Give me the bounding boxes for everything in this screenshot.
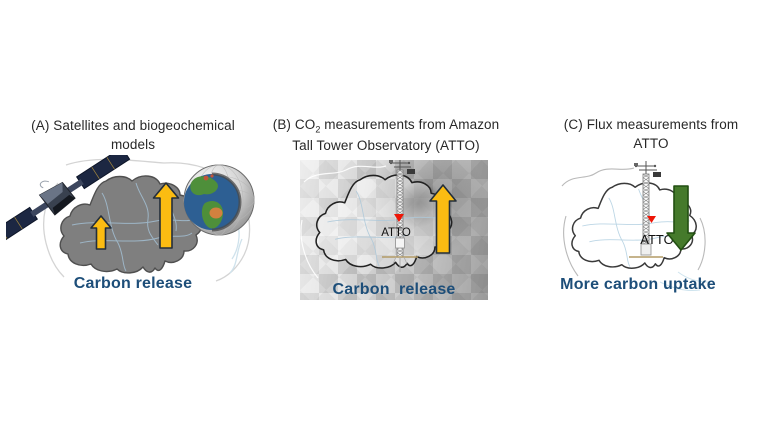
panel-a-caption: Carbon release [73, 275, 193, 292]
panel-a-title-line1: (A) Satellites and biogeochemical [31, 118, 235, 133]
panel-b-art: ATTO [300, 160, 457, 279]
outer-rivers [659, 271, 709, 291]
tall-tower-icon [629, 161, 663, 258]
station-marker-icon [394, 214, 404, 222]
panel-b-title-sub: 2 [315, 124, 321, 135]
panel-a: (A) Satellites and biogeochemical models [0, 112, 260, 312]
panel-c-art: ATTO [561, 161, 709, 291]
up-arrow-large-icon [152, 182, 180, 249]
amazon-basin-map-icon [59, 175, 203, 274]
panel-c-caption: More carbon uptake [560, 276, 716, 293]
station-marker-icon [647, 216, 656, 223]
amazon-rivers [71, 182, 195, 272]
panel-b-caption: Carbon release [332, 281, 456, 298]
amazon-basin-shape [59, 175, 203, 274]
panel-b-title-pre: (B) CO [272, 117, 316, 132]
amazon-basin-shape [315, 174, 453, 269]
panel-c-atto-label: ATTO [640, 232, 673, 247]
coastline-outline-icon [300, 165, 387, 279]
up-arrow-small-icon [90, 215, 112, 250]
panel-a-illustration [0, 146, 260, 283]
up-arrow-icon [429, 184, 457, 254]
satellite-icon [0, 146, 131, 250]
down-arrow-icon [666, 185, 696, 251]
amazon-basin-map-icon [315, 174, 453, 269]
panel-a-title: (A) Satellites and biogeochemical models [6, 116, 260, 154]
panel-b-map: ATTO Carbon release [300, 160, 488, 300]
panel-c-title: (C) Flux measurements from ATTO [538, 115, 764, 153]
panel-c-map: ATTO More carbon uptake [560, 160, 716, 300]
panel-a-art [0, 146, 255, 282]
panel-b-atto-label: ATTO [381, 227, 411, 239]
panel-b-title: (B) CO2 measurements from Amazon Tall To… [258, 115, 514, 156]
panel-b: (B) CO2 measurements from Amazon Tall To… [268, 113, 504, 313]
panel-c: (C) Flux measurements from ATTO [538, 113, 764, 313]
tall-tower-icon [382, 160, 418, 272]
panel-c-title-line1: (C) Flux measurements from [563, 117, 739, 132]
panel-b-title-line2: Tall Tower Observatory (ATTO) [292, 138, 480, 154]
panel-c-title-line2: ATTO [633, 136, 669, 152]
panel-b-title-post: measurements from Amazon [320, 117, 500, 132]
panel-a-title-line2: models [110, 137, 156, 153]
earth-model-globe-icon [183, 164, 255, 236]
coastline-outline-icon [561, 167, 706, 277]
